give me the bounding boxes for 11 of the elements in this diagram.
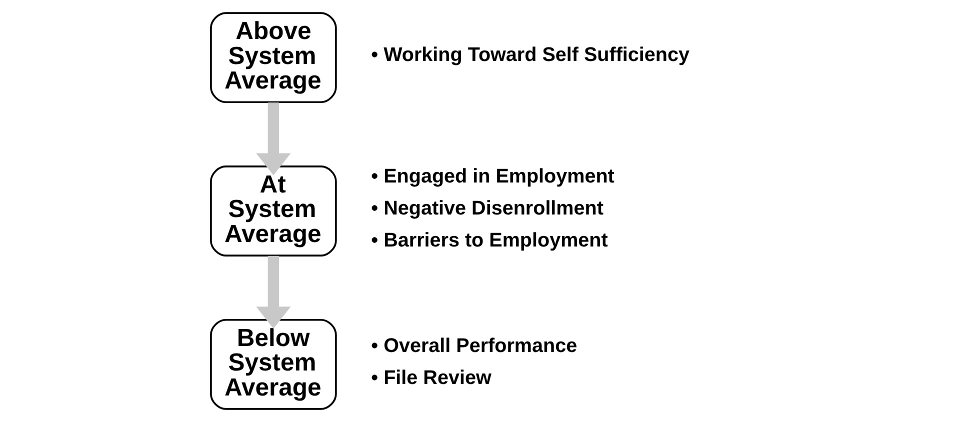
arrow (256, 256, 291, 329)
node-box: Below System Average (210, 318, 337, 410)
node-label: • File Review (371, 366, 492, 389)
node-box: At System Average (210, 166, 337, 256)
node-label: • Barriers to Employment (371, 230, 608, 252)
node-label: • Working Toward Self Sufficiency (371, 44, 690, 66)
arrow (256, 102, 291, 176)
node-label: • Engaged in Employment (371, 165, 614, 188)
node-box: Above System Average (210, 12, 337, 104)
node-label: • Overall Performance (371, 334, 578, 357)
node-label: • Negative Disenrollment (371, 197, 604, 220)
